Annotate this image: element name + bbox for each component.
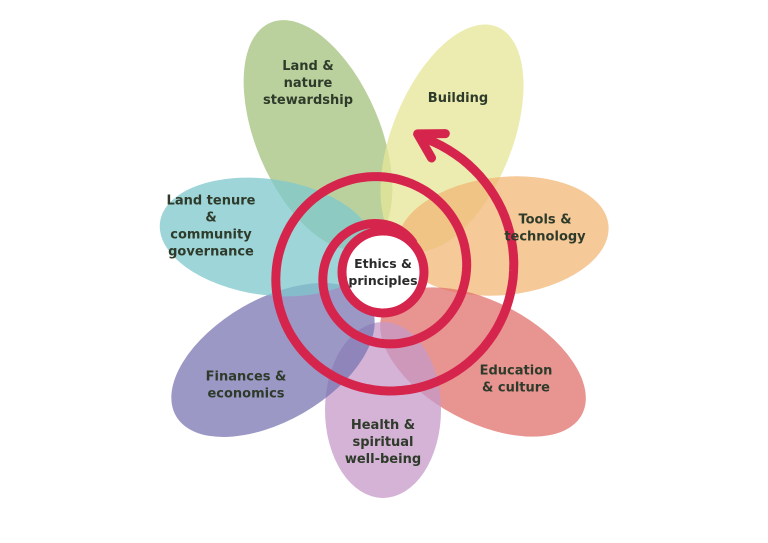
center-ring bbox=[337, 226, 429, 318]
center-label: Ethics & bbox=[354, 256, 412, 271]
petals-layer bbox=[159, 20, 609, 498]
center-label: principles bbox=[348, 273, 417, 288]
petal-label-land-tenure: & bbox=[205, 211, 216, 226]
petal-tools-technology bbox=[397, 176, 609, 296]
petal-label-land-tenure: Land tenure bbox=[167, 194, 256, 209]
spiral-arrow bbox=[271, 129, 519, 396]
center-circle: Ethics & principles bbox=[337, 226, 429, 318]
petal-label-tools-technology: technology bbox=[504, 230, 586, 245]
petal-label-health-wellbeing: spiritual bbox=[352, 435, 413, 450]
petal-label-education-culture: Education bbox=[480, 364, 553, 379]
petal-label-education-culture: & culture bbox=[482, 381, 550, 396]
petal-label-health-wellbeing: well-being bbox=[345, 452, 421, 467]
spiral-path bbox=[271, 134, 519, 396]
petal-label-finances-economics: Finances & bbox=[206, 370, 287, 385]
petal-label-land-nature: Land & bbox=[282, 59, 333, 74]
petal-label-health-wellbeing: Health & bbox=[351, 418, 415, 433]
petal-label-tools-technology: Tools & bbox=[518, 213, 571, 228]
petal-label-building: Building bbox=[428, 91, 488, 106]
petal-label-land-nature: nature bbox=[284, 76, 333, 91]
spiral-arrowhead bbox=[413, 129, 450, 163]
petal-finances-economics bbox=[171, 283, 375, 437]
petal-label-land-nature: stewardship bbox=[263, 93, 353, 108]
petal-label-finances-economics: economics bbox=[207, 387, 284, 402]
petal-label-land-tenure: community bbox=[170, 228, 252, 243]
petal-label-land-tenure: governance bbox=[168, 245, 254, 260]
